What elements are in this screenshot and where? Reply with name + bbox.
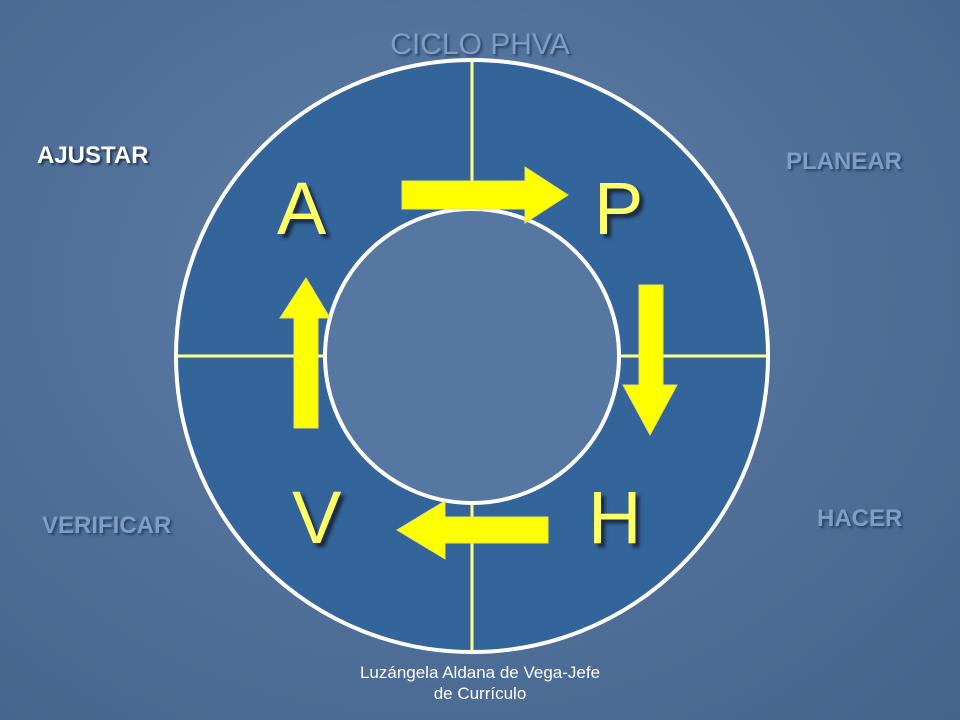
label-planear: PLANEAR — [786, 148, 903, 175]
arrow-a-to-p — [401, 166, 569, 224]
label-verificar: VERIFICAR — [42, 512, 172, 539]
label-hacer: HACER — [817, 505, 903, 532]
letter-p: P — [594, 167, 644, 250]
slide-title: CICLO PHVA — [390, 28, 570, 61]
arrow-h-to-v — [396, 500, 549, 560]
arrow-v-to-a — [279, 277, 331, 429]
footer-line-2: de Currículo — [433, 684, 527, 703]
footer-credit: Luzángela Aldana de Vega-Jefe de Currícu… — [330, 662, 630, 704]
inner-circle — [323, 207, 621, 505]
arrow-p-to-h — [622, 284, 678, 437]
letter-a: A — [277, 167, 327, 250]
footer-line-1: Luzángela Aldana de Vega-Jefe — [359, 663, 601, 682]
label-ajustar: AJUSTAR — [37, 142, 149, 169]
letter-h: H — [588, 476, 642, 559]
letter-v: V — [292, 476, 342, 559]
